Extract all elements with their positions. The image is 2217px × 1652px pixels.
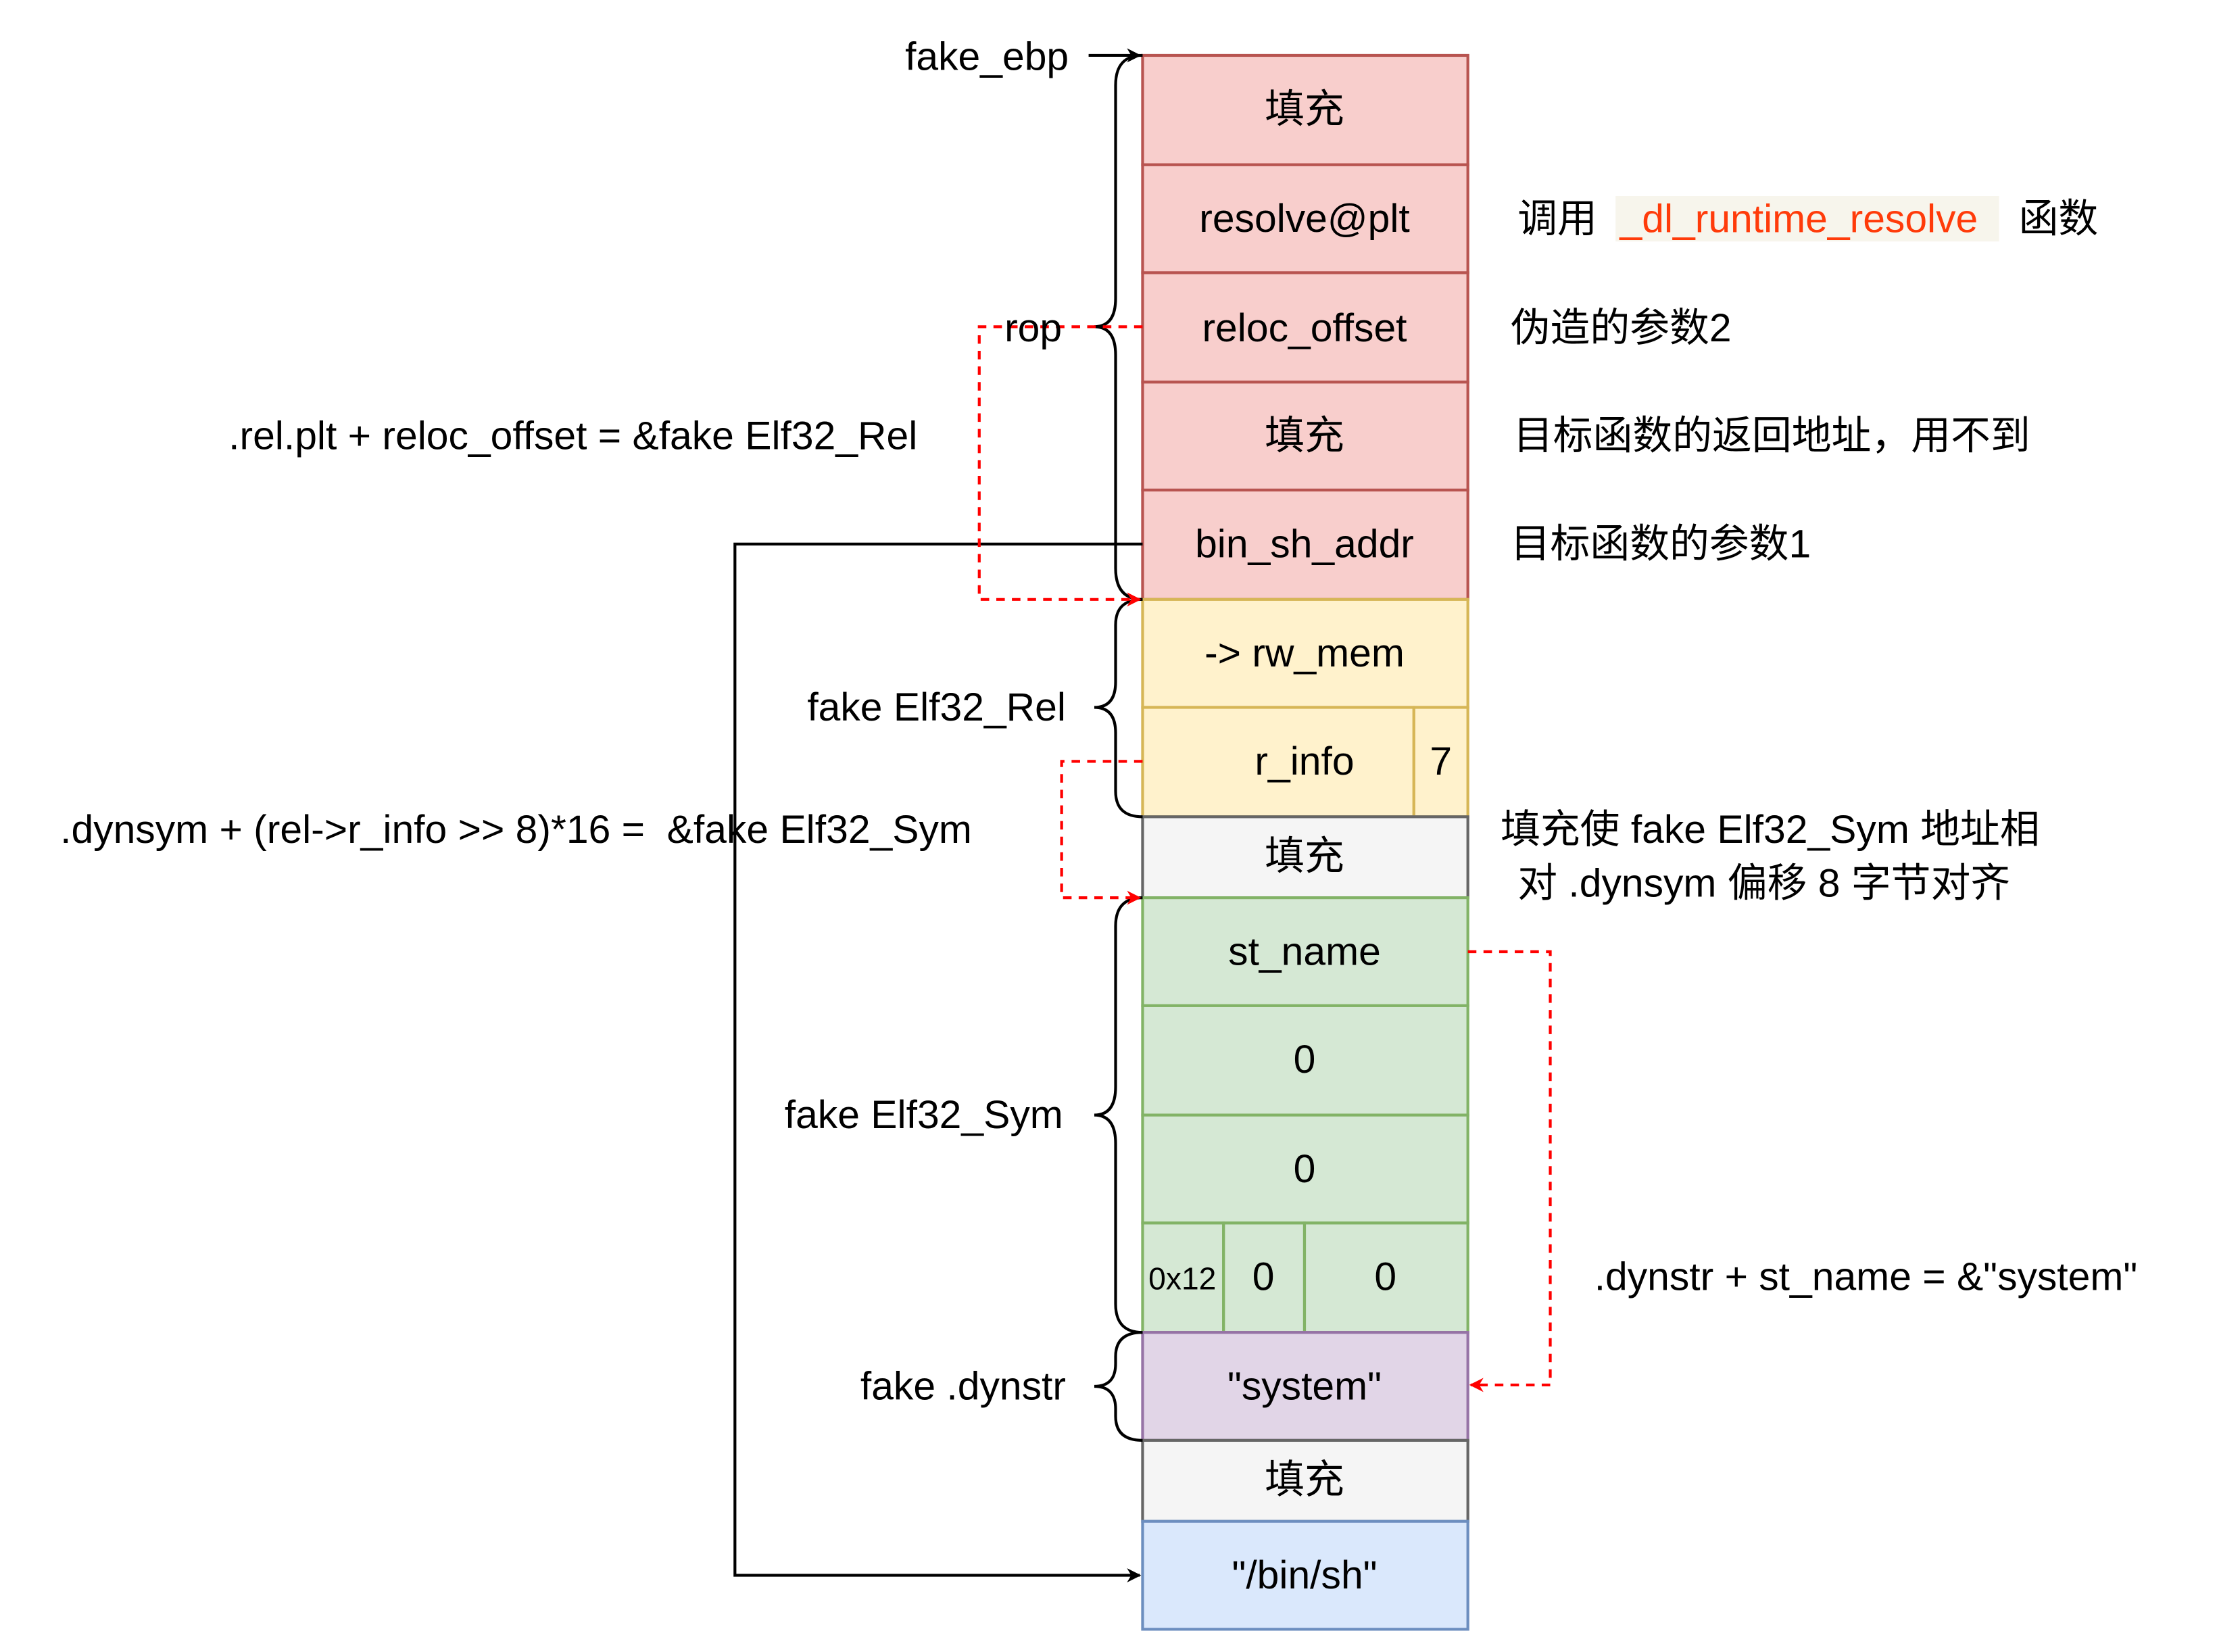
cell-reloc-offset [1141,271,1469,384]
cell-pad1 [1141,53,1469,166]
cell-text: 填充 [1265,414,1344,458]
call-note: 调用 _dl_runtime_resolve 函数 [1517,197,2098,241]
cell-text: reloc_offset [1202,306,1407,350]
cell-text: 0 [1294,1147,1316,1191]
dynstr-formula-note: .dynstr + st_name = &"system" [1594,1255,2138,1299]
cell-text: -> rw_mem [1204,631,1405,675]
cell-text: 0x12 [1148,1261,1216,1296]
cell-st-size [1141,1113,1469,1225]
r-info-arrow [1060,760,1143,905]
cell-st-other [1222,1221,1307,1334]
arg1-note: 目标函数的参数1 [1511,522,1811,566]
call-prefix: 调用 [1517,197,1608,241]
cell-text: "system" [1227,1365,1382,1409]
brace-fake-dynstr [1094,1331,1143,1442]
cell-text: r_info [1254,739,1354,783]
call-func: _dl_runtime_resolve [1619,197,1978,241]
bin-sh-pointer-arrow [733,542,1143,1583]
cell-text: resolve@plt [1199,197,1409,241]
fake-dynstr-label: fake .dynstr [860,1365,1066,1409]
cell-text: 填充 [1265,835,1344,879]
cell-pad4 [1141,1438,1469,1523]
fake-rel-label: fake Elf32_Rel [807,685,1066,729]
call-suffix: 函数 [2007,197,2098,241]
cell-text: 7 [1430,739,1452,783]
cell-text: bin_sh_addr [1195,522,1414,566]
cell-st-name [1141,896,1469,1007]
cell-text: 填充 [1265,87,1344,131]
brace-fake-sym [1094,896,1143,1334]
rel-formula-label: .rel.plt + reloc_offset = &fake Elf32_Re… [228,414,917,458]
cell-system-str [1141,1331,1469,1442]
cell-st-value [1141,1004,1469,1117]
cell-pad2 [1141,381,1469,492]
stack-cells [1141,53,1469,1631]
cell-text: "/bin/sh" [1232,1553,1377,1597]
reloc-offset-arrow [977,325,1143,607]
ret-addr-note: 目标函数的返回地址，用不到 [1513,414,2030,458]
fake-sym-label: fake Elf32_Sym [785,1093,1063,1137]
cell-r-info-type [1412,706,1469,819]
align-note-line1: 填充使 fake Elf32_Sym 地址相 [1501,808,2040,852]
st-name-arrow [1467,950,1552,1392]
fake-ebp-label: fake_ebp [905,35,1069,79]
cell-text: 0 [1294,1038,1316,1082]
cell-text: 0 [1374,1255,1396,1299]
cell-bin-sh-str [1141,1520,1469,1631]
align-note-line2: 对 .dynsym 偏移 8 字节对齐 [1517,862,2010,906]
brace-fake-rel [1094,598,1143,819]
cell-text: 0 [1252,1255,1275,1299]
cell-text: st_name [1228,929,1381,973]
rop-label: rop [1004,306,1062,350]
cell-resolve-plt [1141,163,1469,274]
sym-formula-label: .dynsym + (rel->r_info >> 8)*16 = &fake … [60,808,972,852]
cell-text: 填充 [1265,1458,1344,1502]
arg2-note: 伪造的参数2 [1511,306,1732,350]
cell-rw-mem [1141,598,1469,709]
highlight-bg [1615,196,1999,242]
